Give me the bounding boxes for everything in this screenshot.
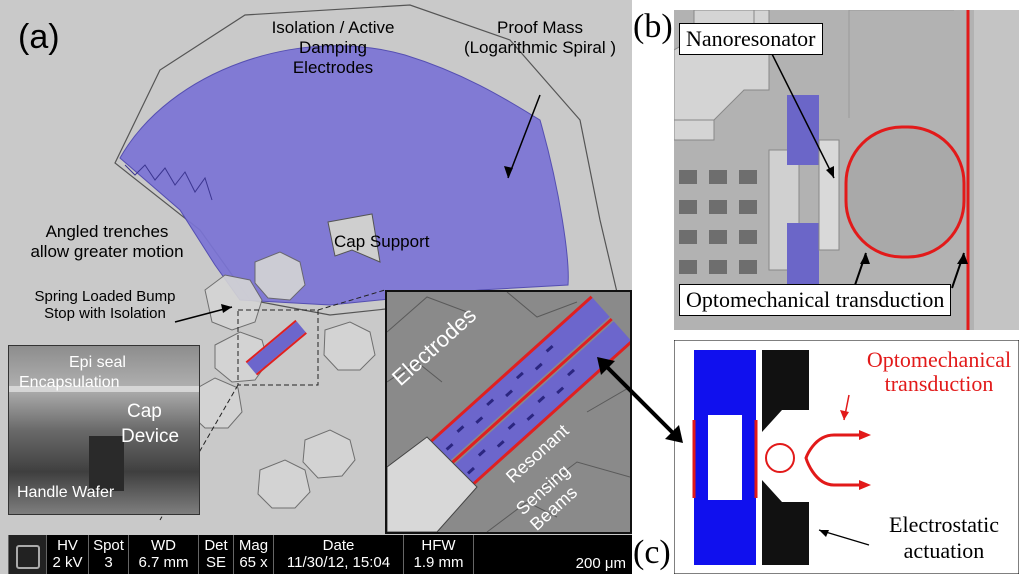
small-beams	[245, 319, 307, 376]
cap-layer	[9, 386, 199, 392]
nanoresonator-label: Nanoresonator	[679, 23, 823, 55]
black-actuator-top	[762, 350, 809, 432]
nanoresonator-block-top	[787, 95, 819, 165]
sem-wd-header: WD	[151, 537, 176, 554]
handle-wafer-label: Handle Wafer	[17, 484, 115, 501]
sem-hv-value: 2 kV	[52, 554, 83, 571]
proof-mass-label: Proof Mass (Logarithmic Spiral )	[455, 18, 625, 58]
sem-date-value: 11/30/12, 15:04	[286, 554, 391, 571]
bump-stop-label-line2: Stop with Isolation	[44, 305, 166, 322]
panel-label-c: (c)	[633, 534, 671, 571]
sem-hv-header: HV	[57, 537, 78, 554]
bump-stop-label: Spring Loaded Bump Stop with Isolation	[15, 288, 195, 322]
panel-a-sem-image: (a) Isolation / Active Damping Electrode…	[0, 0, 632, 574]
sem-scale-value: 200 μm	[575, 555, 626, 572]
ring-resonator	[844, 125, 966, 259]
blue-electrode-top	[694, 350, 756, 415]
cap-support	[327, 213, 381, 263]
angled-trenches-label: Angled trenches allow greater motion	[12, 222, 202, 262]
isolation-label-line1: Isolation / Active	[271, 18, 395, 37]
device-label: Device	[121, 426, 180, 447]
black-actuator-bottom	[762, 480, 809, 565]
proof-mass-label-line1: Proof Mass	[497, 18, 583, 37]
ring-schematic	[765, 443, 795, 473]
panel-b-drawing	[674, 10, 1019, 330]
link-double-arrow	[597, 357, 683, 443]
cap-label: Cap	[127, 401, 162, 422]
panel-c-opto-line2: transduction	[884, 371, 994, 396]
sem-date-header: Date	[322, 537, 355, 554]
isolation-outline	[114, 4, 621, 331]
isolation-label-line2: Damping Electrodes	[292, 38, 374, 77]
nanoresonator-block-bottom	[787, 223, 819, 293]
panel-label-a: (a)	[18, 18, 60, 56]
panel-c-opto-label: Optomechanical transduction	[859, 348, 1019, 396]
panel-b-sem-image: Nanoresonator Optomechanical transductio…	[674, 10, 1019, 330]
panel-c-drawing	[673, 339, 1019, 575]
nanoresonator-arrow	[768, 47, 835, 179]
panel-label-b: (b)	[633, 8, 673, 45]
electrode-zoom-drawing	[387, 292, 630, 532]
electrode-zoom-inset: Electrodes Resonant Sensing Beams	[385, 290, 632, 534]
angled-trenches	[124, 164, 213, 201]
sem-hfw-value: 1.9 mm	[413, 554, 464, 571]
sem-spot-header: Spot	[93, 537, 124, 554]
panel-c-schematic: Optomechanical transduction Electrostati…	[673, 339, 1019, 575]
sem-hfw-header: HFW	[421, 537, 456, 554]
optomechanical-transduction-label: Optomechanical transduction	[679, 284, 952, 316]
proof-mass-label-line2: (Logarithmic Spiral )	[463, 38, 617, 57]
zoom-box	[237, 309, 319, 386]
angled-trenches-label-line1: Angled trenches	[45, 222, 169, 241]
sem-det-header: Det	[204, 537, 228, 554]
sem-det-value: SE	[205, 554, 226, 571]
isolation-label: Isolation / Active Damping Electrodes	[258, 18, 408, 78]
waveguide-schematic	[804, 433, 859, 487]
device-structure	[89, 436, 124, 491]
sem-spot-value: 3	[104, 554, 113, 571]
bump-stop-label-line1: Spring Loaded Bump	[34, 288, 176, 305]
panel-c-opto-line1: Optomechanical	[866, 347, 1012, 372]
cross-section-inset: Epi seal Encapsulation Cap Device Handle…	[8, 345, 200, 515]
proof-mass-arrow	[507, 94, 541, 179]
epi-seal-label: Epi seal	[69, 354, 126, 371]
panel-c-electro-label: Electrostatic actuation	[874, 512, 1014, 564]
sem-logo-icon	[8, 535, 46, 574]
panel-c-electro-line2: actuation	[903, 538, 985, 563]
panel-c-electro-line1: Electrostatic	[889, 512, 999, 537]
octagon-electrodes	[189, 251, 376, 509]
angled-trenches-label-line2: allow greater motion	[30, 242, 184, 261]
cap-support-label: Cap Support	[334, 232, 430, 251]
sem-mag-value: 65 x	[239, 554, 268, 571]
proof-mass	[119, 45, 569, 306]
blue-electrode-bottom	[694, 500, 756, 565]
sem-wd-value: 6.7 mm	[138, 554, 189, 571]
panel-a-drawing	[114, 4, 621, 521]
sem-mag-header: Mag	[238, 537, 269, 554]
encapsulation-label: Encapsulation	[19, 374, 120, 391]
sem-scale-bar: 200 μm	[473, 535, 632, 574]
